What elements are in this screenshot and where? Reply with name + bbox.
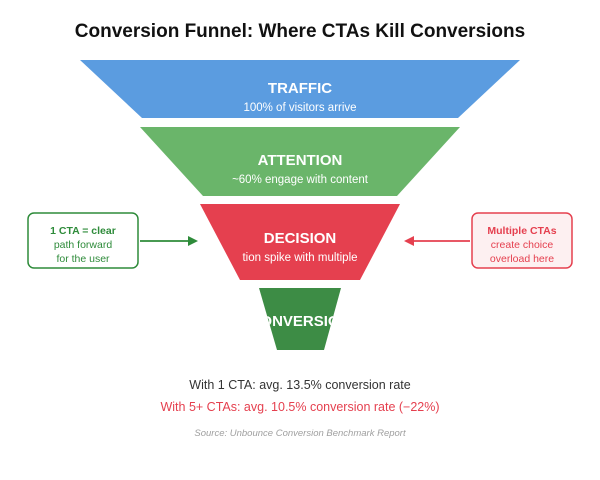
funnel-band-conversion: [259, 288, 341, 350]
stat-one-cta: With 1 CTA: avg. 13.5% conversion rate: [189, 378, 410, 392]
funnel-stage-decision: DECISION tion spike with multiple: [200, 204, 400, 280]
stage-sub-traffic: 100% of visitors arrive: [243, 102, 356, 114]
right-note-box: [471, 212, 573, 269]
left-note-line-2: for the user: [56, 253, 110, 265]
left-note-box: [27, 212, 139, 269]
chart-title: Conversion Funnel: Where CTAs Kill Conve…: [75, 21, 525, 42]
right-note-line-2: overload here: [490, 253, 554, 265]
right-note-line-1: create choice: [491, 239, 554, 251]
funnel-stage-traffic: TRAFFIC 100% of visitors arrive: [80, 60, 520, 118]
left-note: 1 CTA = clear path forward for the user: [27, 212, 139, 269]
funnel-stage-conversion: ONVERSIO: [259, 288, 341, 350]
funnel-stage-attention: ATTENTION ~60% engage with content: [140, 127, 460, 196]
source-note: Source: Unbounce Conversion Benchmark Re…: [194, 428, 406, 439]
right-note-title: Multiple CTAs: [487, 225, 556, 237]
left-note-title: 1 CTA = clear: [50, 225, 116, 237]
stage-label-decision: DECISION: [264, 230, 337, 247]
right-note: Multiple CTAs create choice overload her…: [471, 212, 573, 269]
stage-sub-decision: tion spike with multiple: [242, 252, 357, 264]
stage-sub-attention: ~60% engage with content: [232, 174, 369, 186]
stage-label-attention: ATTENTION: [258, 152, 343, 169]
stat-multi-cta: With 5+ CTAs: avg. 10.5% conversion rate…: [160, 400, 439, 414]
funnel-band-attention: [140, 127, 460, 196]
funnel-band-traffic: [80, 60, 520, 118]
funnel-band-decision: [200, 204, 400, 280]
stage-label-conversion: ONVERSIO: [260, 313, 340, 330]
stage-label-traffic: TRAFFIC: [268, 80, 332, 97]
left-note-line-1: path forward: [54, 239, 113, 251]
